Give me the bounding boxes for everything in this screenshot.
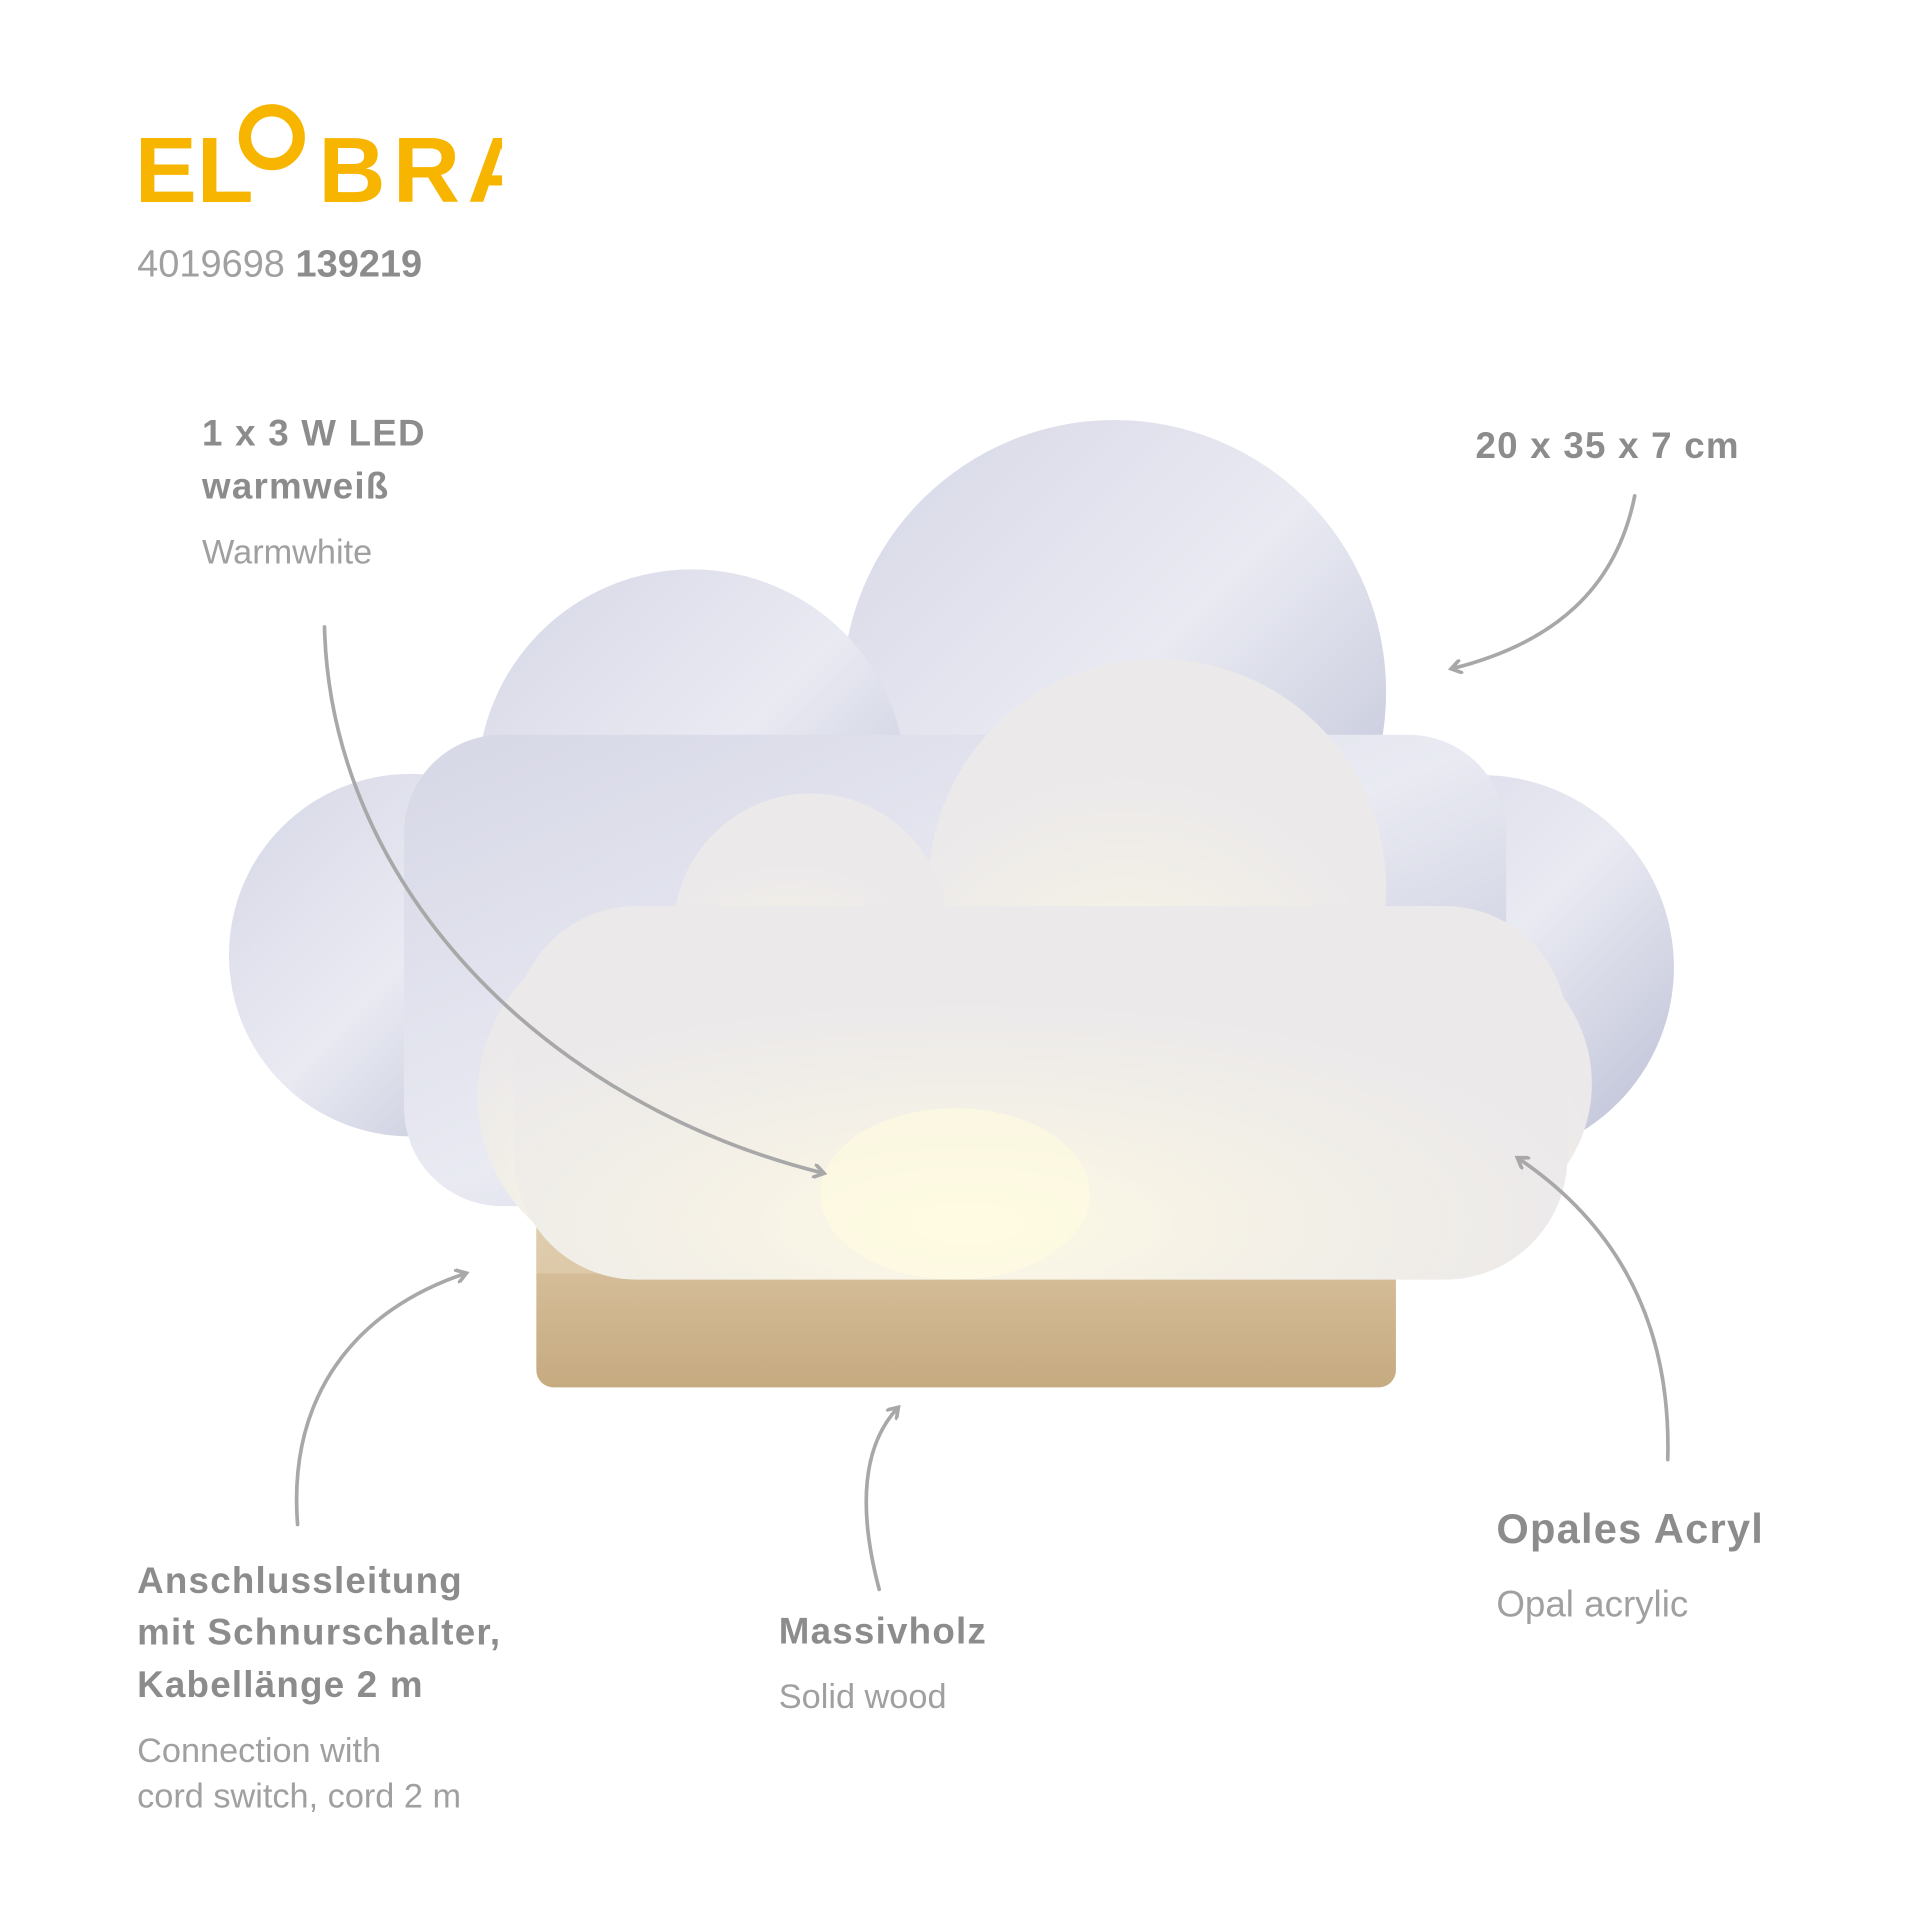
cord-label-line2: mit Schnurschalter, bbox=[137, 1612, 502, 1654]
article-prefix: 4019698 bbox=[137, 242, 285, 286]
arrow-size bbox=[1452, 494, 1637, 669]
article-id: 139219 bbox=[295, 242, 423, 286]
led-label: 1 x 3 W LED bbox=[202, 413, 426, 455]
acrylic-label-en: Opal acrylic bbox=[1496, 1584, 1689, 1625]
cord-label-en-line2: cord switch, cord 2 m bbox=[137, 1776, 462, 1815]
arrow-acrylic bbox=[1518, 1158, 1670, 1462]
cord-label: Anschlussleitung bbox=[137, 1561, 463, 1602]
led-glow bbox=[820, 1108, 1090, 1280]
cord-label-line3: Kabellänge 2 m bbox=[137, 1665, 424, 1706]
led-label-color: warmweiß bbox=[202, 466, 390, 507]
arrow-wood bbox=[864, 1408, 897, 1592]
svg-text:BRA: BRA bbox=[318, 118, 502, 214]
cord-label-en: Connection with bbox=[137, 1731, 382, 1770]
article-number: 4019698 139219 bbox=[137, 242, 422, 286]
wood-label: Massivholz bbox=[778, 1611, 988, 1652]
dimensions-label: 20 x 35 x 7 cm bbox=[1475, 426, 1740, 467]
elobra-logo: EL BRA bbox=[135, 98, 535, 222]
front-cloud bbox=[477, 658, 1592, 1280]
led-label-en: Warmwhite bbox=[202, 532, 373, 571]
acrylic-label: Opales Acryl bbox=[1496, 1506, 1765, 1553]
arrow-led bbox=[322, 625, 822, 1173]
svg-text:EL: EL bbox=[135, 118, 254, 214]
wood-label-en: Solid wood bbox=[778, 1677, 947, 1716]
arrow-cord bbox=[294, 1273, 466, 1527]
